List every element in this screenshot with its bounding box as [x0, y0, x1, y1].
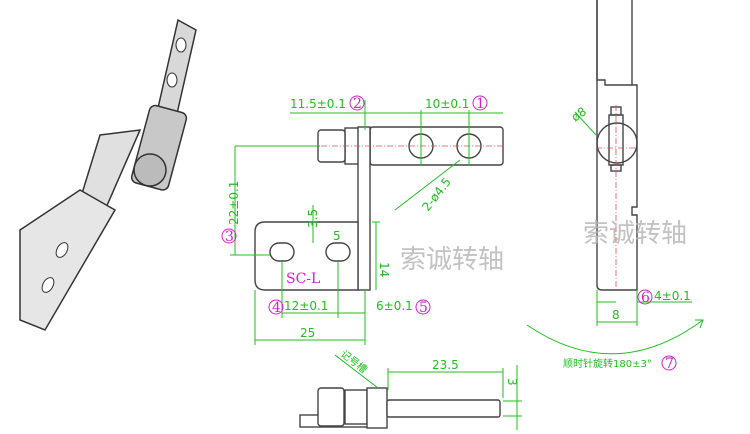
dim-8: 8: [612, 308, 620, 322]
dim-25: 25: [300, 326, 315, 340]
dim-12: 12±0.1: [284, 299, 328, 313]
callout-3: 3: [225, 229, 234, 245]
dim-10: 10±0.1: [425, 97, 469, 111]
callout-6: 6: [641, 290, 650, 306]
callout-7: 7: [665, 356, 674, 372]
dim-14: 14: [377, 262, 391, 277]
dim-diameter-8: ø8: [569, 104, 589, 124]
hinge-3d-render: [19, 18, 197, 331]
callout-1: 1: [476, 96, 485, 112]
part-label: SC-L: [286, 271, 320, 287]
callout-2: 2: [353, 96, 362, 112]
callout-4: 4: [272, 300, 281, 316]
dim-22: 22±0.1: [227, 181, 241, 225]
dim-3: 3: [505, 378, 519, 386]
front-view: 11.5±0.1 10±0.1 22±0.1 2-ø4.5 3.5 5 14 S…: [221, 95, 505, 345]
dim-4: 4±0.1: [654, 289, 691, 303]
dim-3-5: 3.5: [306, 209, 320, 228]
side-view: ø8 6 4±0.1 8 顺时针旋转180±3° 7 索诚转轴: [526, 0, 704, 372]
watermark: 索诚转轴: [400, 245, 504, 275]
dim-6: 6±0.1: [376, 299, 413, 313]
rotation-note: 顺时针旋转180±3°: [563, 357, 652, 370]
dim-23-5: 23.5: [432, 358, 459, 372]
dim-11-5: 11.5±0.1: [290, 97, 346, 111]
watermark-2: 索诚转轴: [583, 219, 687, 249]
bottom-view: 记号槽 23.5 3: [299, 347, 522, 430]
callout-5: 5: [419, 300, 428, 316]
dim-5: 5: [333, 229, 341, 243]
hole-spec: 2-ø4.5: [419, 175, 454, 214]
